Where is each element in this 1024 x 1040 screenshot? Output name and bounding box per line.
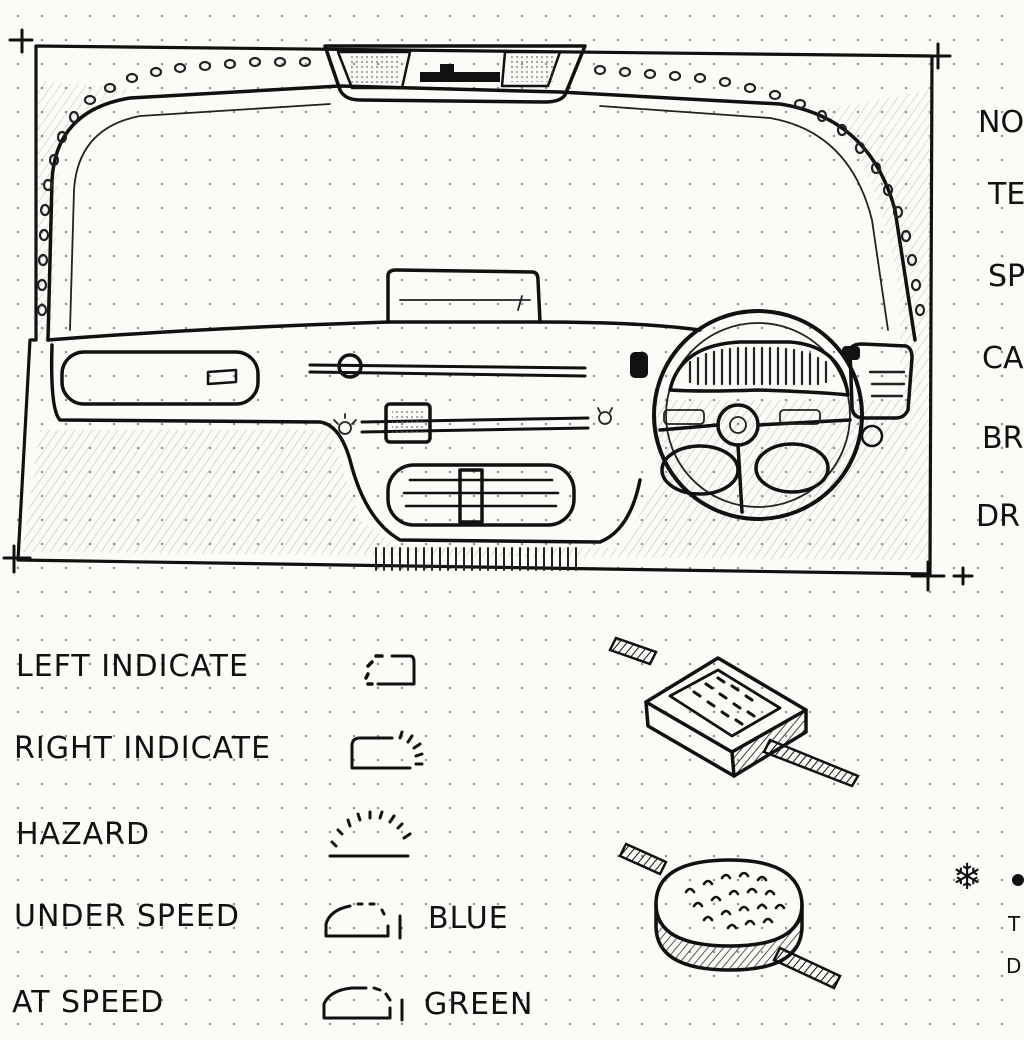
legend-note-at-speed: GREEN <box>424 987 534 1022</box>
roof-light-left <box>336 50 412 90</box>
legend-label-under-speed: UNDER SPEED <box>14 899 240 934</box>
light-modules-sketch <box>608 636 860 990</box>
steering-opening-left <box>660 444 740 496</box>
side-label-3: SP <box>988 260 1024 294</box>
legend-label-at-speed: AT SPEED <box>12 985 165 1020</box>
glovebox <box>60 350 260 406</box>
centre-air-vent <box>386 463 576 527</box>
roof-light-right <box>500 50 562 88</box>
glovebox-handle <box>206 368 238 386</box>
side-label-5: BR <box>982 422 1024 456</box>
left-stalk <box>630 352 648 378</box>
at-speed-icon <box>322 986 404 1022</box>
centre-display-hood <box>386 268 542 324</box>
footnote-line-1: T <box>1008 912 1021 936</box>
steering-button-right <box>779 409 821 425</box>
right-side-vent <box>842 342 914 448</box>
windscreen <box>46 84 917 342</box>
side-label-6: DR <box>976 500 1020 534</box>
windscreen-seam-dots <box>36 56 926 317</box>
legend-label-hazard: HAZARD <box>16 817 151 852</box>
dashboard-sketch <box>2 28 974 592</box>
roof-switches <box>420 64 500 82</box>
square-light-module <box>608 636 860 788</box>
fan-slider <box>333 402 613 444</box>
footnote-dot <box>1012 874 1024 886</box>
dashboard-body <box>49 343 642 544</box>
legend-label-left-indicate: LEFT INDICATE <box>16 649 249 684</box>
centre-console-grille <box>375 547 577 571</box>
hazard-icon <box>328 810 412 858</box>
steering-spokes <box>658 418 852 514</box>
side-label-2: TE <box>988 178 1024 212</box>
legend-glyphs <box>322 654 424 1022</box>
steering-wheel <box>652 309 864 521</box>
legend-label-right-indicate: RIGHT INDICATE <box>14 731 272 766</box>
legend-note-under-speed: BLUE <box>428 901 509 936</box>
windscreen-inner-trim <box>69 103 889 331</box>
round-light-module <box>618 842 842 990</box>
under-speed-icon <box>324 902 402 940</box>
steering-button-left <box>663 409 705 425</box>
steering-opening-right <box>754 442 830 494</box>
roof-console <box>323 44 587 104</box>
left-indicate-icon <box>364 654 416 686</box>
side-label-1: NO <box>978 106 1024 140</box>
side-label-4: CA <box>982 342 1024 376</box>
centre-display-hood-detail <box>399 295 531 311</box>
dashboard-lower-shading <box>22 400 900 560</box>
footnote-snowflake-icon: ❄ <box>952 857 983 898</box>
temperature-slider <box>308 353 587 379</box>
dashboard-top <box>46 320 702 342</box>
instrument-cluster-dial-lines <box>688 346 828 386</box>
footnote-line-2: D <box>1006 954 1022 978</box>
right-indicate-icon <box>350 730 424 770</box>
